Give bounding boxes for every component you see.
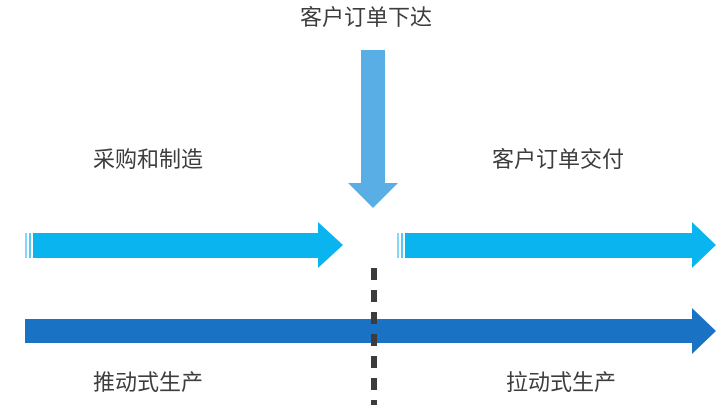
delivery-arrow [397,222,716,268]
order-issued-down-arrow [348,50,398,208]
pull-production-label: 拉动式生产 [506,371,617,396]
order-issued-label: 客户订单下达 [300,6,433,31]
procurement-arrow [25,222,343,268]
order-delivery-label: 客户订单交付 [492,148,625,173]
push-production-label: 推动式生产 [93,371,204,396]
production-flow-arrow [25,308,716,354]
procure-manufacture-label: 采购和制造 [93,148,204,173]
